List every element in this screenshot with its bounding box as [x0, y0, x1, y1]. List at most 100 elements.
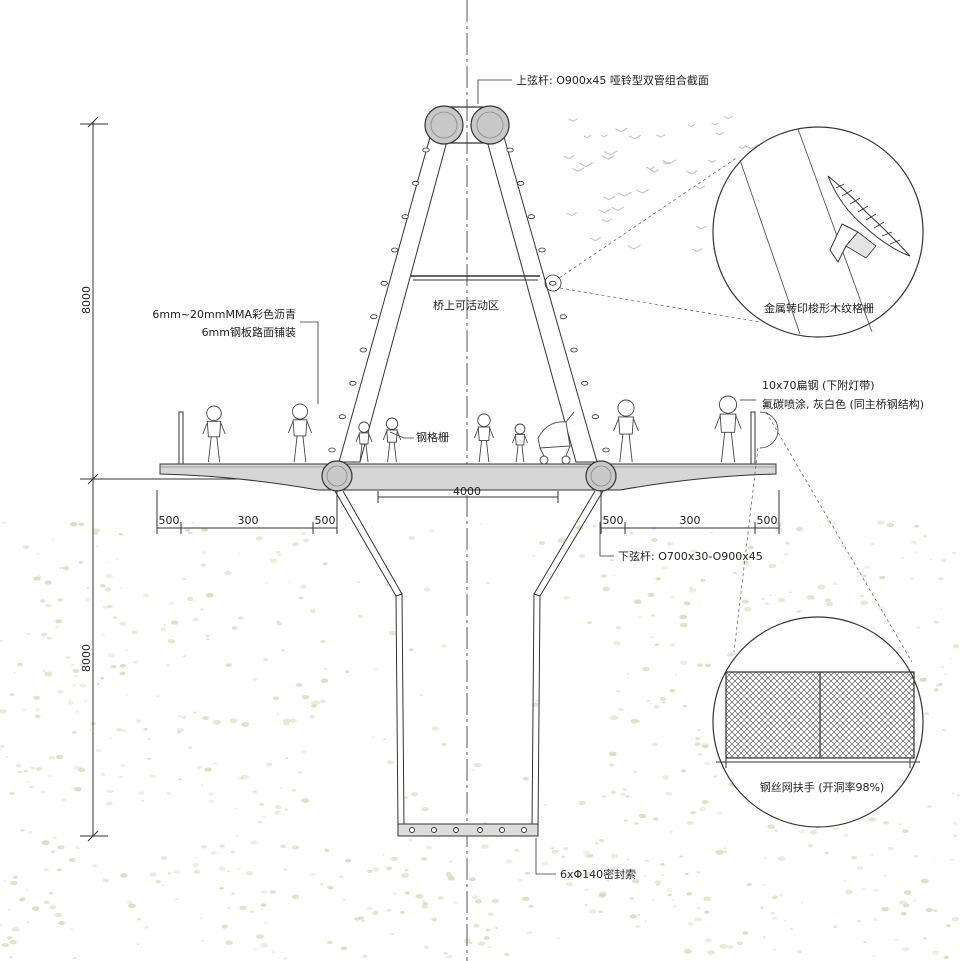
foliage-speck [255, 536, 263, 541]
foliage-speck [119, 671, 126, 676]
top-chord-section [424, 105, 510, 145]
foliage-speck [403, 796, 409, 799]
foliage-speck [201, 551, 207, 555]
foliage-speck [196, 766, 202, 769]
foliage-speck [701, 800, 709, 805]
label-flat-steel-1: 10x70扁钢 (下附灯带) [762, 378, 875, 392]
foliage-speck [297, 771, 303, 774]
foliage-speck [40, 599, 46, 603]
rivet [380, 280, 388, 286]
foliage-speck [51, 850, 56, 854]
foliage-speck [22, 708, 26, 711]
foliage-speck [319, 699, 326, 704]
foliage-speck [538, 541, 545, 545]
foliage-speck [290, 685, 293, 688]
foliage-speck [618, 708, 624, 712]
rivet [581, 380, 589, 386]
foliage-speck [143, 925, 149, 929]
foliage-speck [327, 885, 334, 890]
foliage-speck [602, 586, 611, 592]
rivet [538, 247, 546, 253]
foliage-speck [670, 831, 673, 833]
foliage-speck [942, 728, 946, 731]
foliage-speck [940, 608, 943, 610]
foliage-speck [182, 655, 186, 658]
foliage-speck [33, 695, 41, 700]
foliage-speck [105, 801, 113, 806]
foliage-speck [120, 873, 128, 878]
foliage-speck [312, 608, 315, 610]
foliage-speck [680, 660, 688, 665]
dim-height-lower: 8000 [80, 644, 93, 672]
foliage-speck [31, 906, 40, 911]
dim-right-500b: 500 [757, 514, 778, 527]
foliage-speck [944, 673, 947, 675]
foliage-speck [950, 658, 953, 660]
foliage-speck [289, 718, 297, 723]
foliage-speck [11, 926, 20, 932]
foliage-speck [646, 699, 651, 703]
foliage-speck [824, 598, 831, 603]
foliage-speck [384, 583, 389, 587]
foliage-speck [127, 903, 136, 909]
foliage-speck [361, 919, 365, 923]
foliage-speck [107, 653, 116, 658]
foliage-speck [147, 738, 151, 740]
foliage-speck [201, 845, 207, 849]
foliage-speck [283, 957, 287, 960]
foliage-speck [260, 943, 268, 948]
foliage-speck [863, 565, 870, 570]
foliage-speck [469, 942, 473, 944]
foliage-speck [468, 877, 476, 882]
foliage-speck [386, 866, 392, 871]
foliage-speck [744, 607, 752, 612]
foliage-speck [274, 810, 281, 815]
foliage-speck [949, 858, 955, 862]
foliage-speck [226, 907, 231, 910]
foliage-speck [514, 849, 520, 852]
foliage-speck [600, 574, 607, 578]
dim-left-300: 300 [238, 514, 259, 527]
foliage-speck [357, 614, 364, 619]
foliage-speck [736, 554, 742, 559]
foliage-speck [119, 775, 123, 778]
foliage-speck [620, 792, 626, 796]
foliage-speck [471, 768, 475, 771]
foliage-speck [622, 788, 627, 791]
foliage-speck [259, 802, 265, 807]
foliage-speck [225, 663, 232, 667]
foliage-speck [88, 729, 92, 732]
foliage-speck [809, 830, 818, 835]
foliage-speck [870, 542, 875, 546]
foliage-speck [762, 884, 766, 886]
rivet [370, 314, 378, 320]
rivet [422, 147, 430, 153]
foliage-speck [201, 940, 205, 942]
foliage-speck [42, 670, 46, 672]
foliage-speck [702, 744, 709, 749]
foliage-speck [110, 665, 117, 669]
bird-icon [711, 122, 719, 126]
foliage-speck [168, 601, 175, 606]
foliage-speck [231, 892, 235, 895]
foliage-speck [845, 889, 854, 895]
foliage-speck [26, 781, 30, 784]
foliage-speck [257, 820, 263, 824]
foliage-speck [78, 522, 85, 526]
foliage-speck [36, 552, 40, 555]
foliage-speck [726, 653, 733, 657]
foliage-speck [56, 868, 62, 872]
foliage-speck [372, 910, 379, 915]
foliage-speck [78, 561, 84, 564]
person-figure [511, 423, 529, 463]
foliage-speck [421, 807, 429, 812]
foliage-speck [873, 918, 878, 921]
foliage-speck [687, 821, 694, 825]
foliage-speck [563, 596, 570, 600]
foliage-speck [20, 897, 26, 901]
foliage-speck [878, 606, 885, 610]
foliage-speck [150, 774, 157, 779]
foliage-speck [26, 632, 31, 635]
foliage-speck [35, 707, 41, 712]
rivet [328, 447, 336, 453]
